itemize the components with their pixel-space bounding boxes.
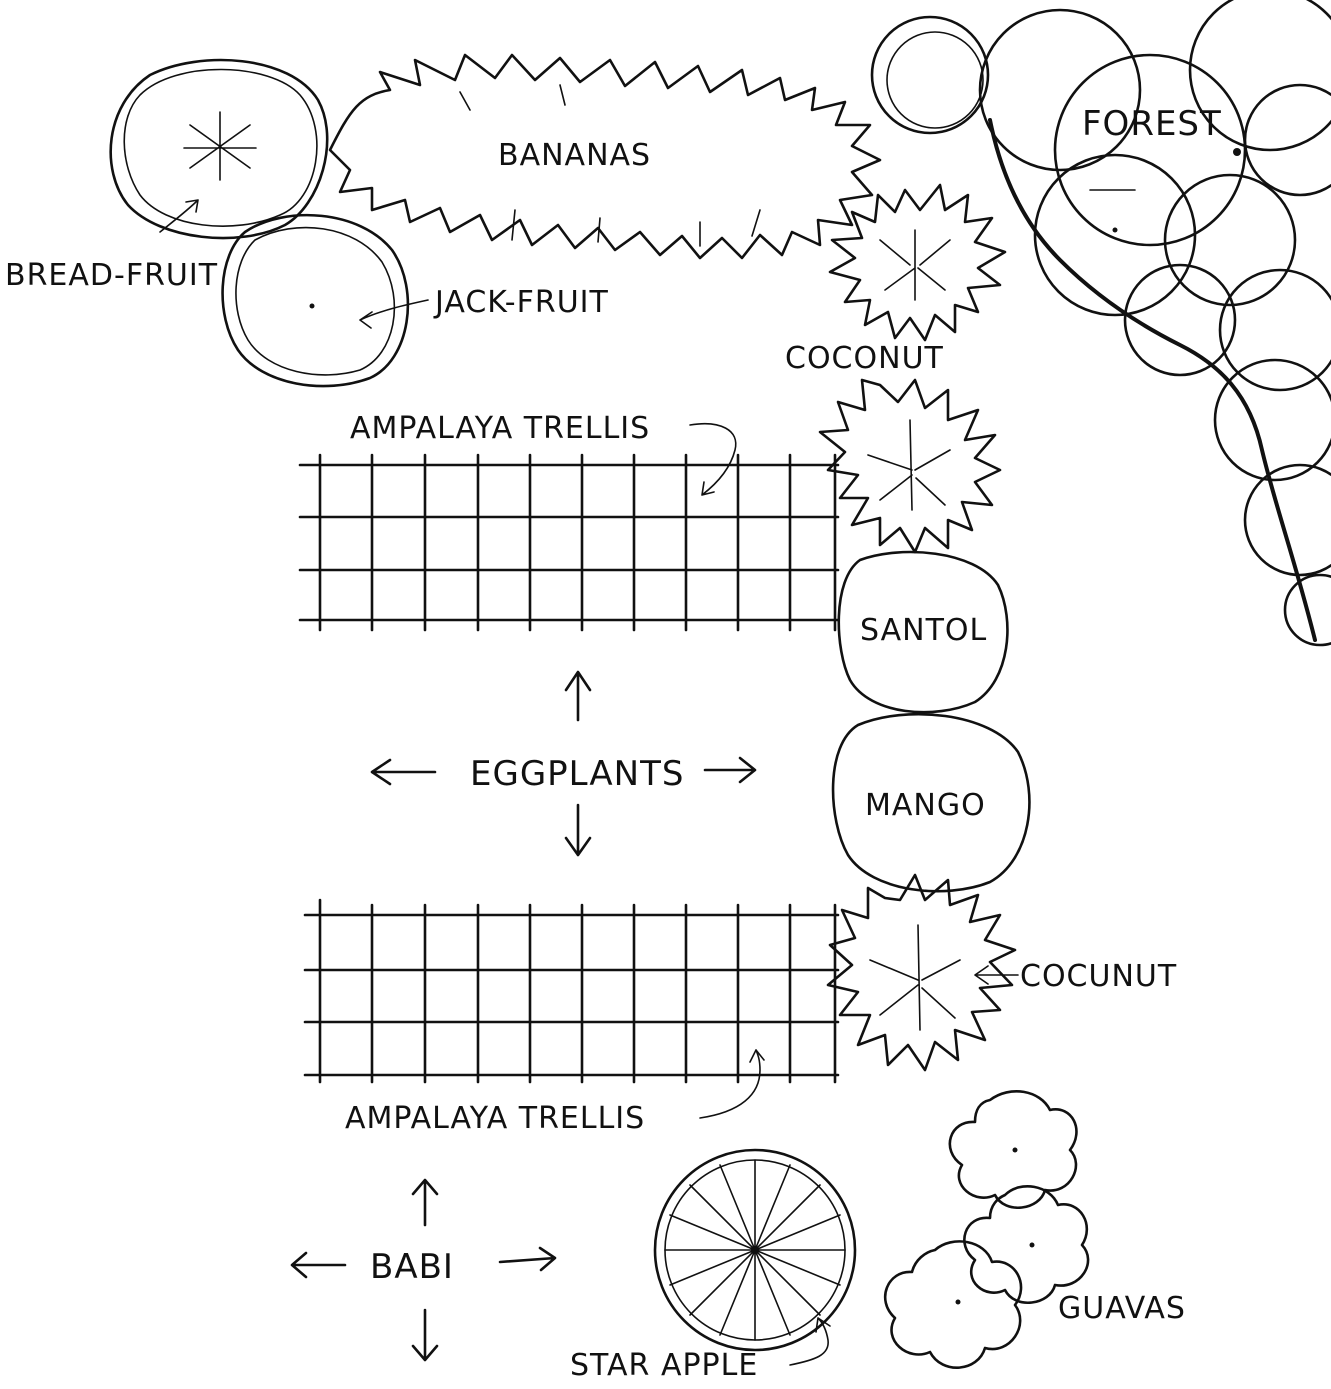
star-apple-leader (789, 1317, 831, 1366)
coconut-mid-label: COCUNUT (1020, 959, 1177, 994)
babi-label: BABI (370, 1247, 454, 1287)
forest-label: FOREST (1082, 104, 1222, 144)
santol-tree: SANTOL (837, 550, 1009, 714)
ampalaya-trellis-bottom (303, 898, 840, 1084)
santol-label: SANTOL (860, 613, 987, 648)
ampalaya-top-label: AMPALAYA TRELLIS (350, 411, 650, 446)
guavas-label: GUAVAS (1058, 1291, 1186, 1326)
bananas-grove: BANANAS (328, 53, 882, 260)
guava-trees (884, 1090, 1090, 1369)
star-apple-tree (653, 1148, 857, 1352)
bananas-label: BANANAS (498, 138, 651, 173)
ampalaya-bottom-label: AMPALAYA TRELLIS (345, 1101, 645, 1136)
mango-label: MANGO (865, 788, 986, 823)
coconut-top-label: COCONUT (785, 341, 944, 376)
coconut-tree-upper-trellis (818, 378, 1002, 554)
eggplants-label: EGGPLANTS (470, 754, 684, 794)
bread-fruit-label: BREAD-FRUIT (5, 258, 218, 293)
coconut-tree-top (828, 183, 1007, 342)
coconut-tree-mid (826, 873, 1017, 1072)
jack-fruit-leader (359, 299, 429, 329)
coconut-mid-leader (974, 965, 1019, 985)
bread-fruit-tree (109, 58, 329, 240)
babi-area: BABI (290, 1178, 557, 1362)
ampalaya-bottom-leader (699, 1049, 765, 1119)
star-apple-label: STAR APPLE (570, 1348, 758, 1383)
jack-fruit-label: JACK-FRUIT (433, 285, 609, 320)
eggplants-bed: EGGPLANTS (370, 670, 757, 857)
jack-fruit-tree (221, 213, 410, 388)
forest-canopy: FOREST (870, 0, 1331, 647)
bread-fruit-leader (159, 199, 199, 233)
mango-tree: MANGO (831, 712, 1031, 893)
ampalaya-top-leader (689, 423, 737, 496)
ampalaya-trellis-top (298, 453, 840, 632)
